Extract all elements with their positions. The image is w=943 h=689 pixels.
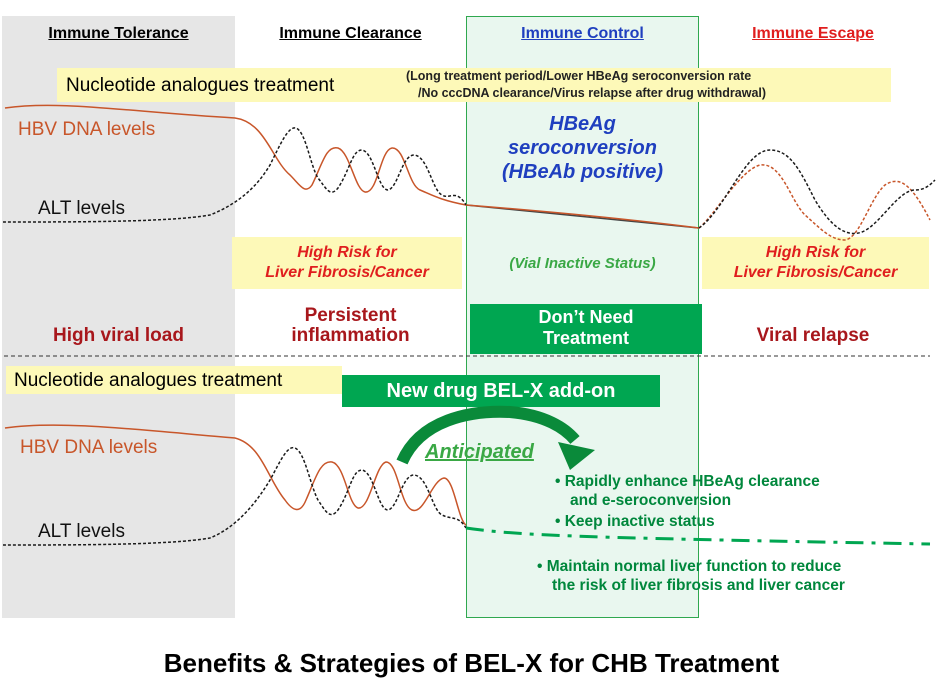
risk-right-line-1: High Risk for [765,244,866,261]
bullet-1-line-1: Rapidly enhance HBeAg clearance [564,473,820,490]
top-hbv-label: HBV DNA levels [18,119,156,140]
inactive-status-text: (Vial Inactive Status) [509,255,656,272]
bullet-2-line-1: Keep inactive status [564,513,715,530]
seroconversion-line-3: (HBeAb positive) [501,161,664,183]
escape-alt-curve [698,149,936,235]
seroconversion-text: HBeAg seroconversion (HBeAb positive) [466,112,699,184]
phase-title-control: Immune Control [521,25,644,42]
bullet-3-line-2: the risk of liver fibrosis and liver can… [552,577,845,594]
new-drug-banner: New drug BEL-X add-on [342,375,660,407]
bottom-treatment-label: Nucleotide analogues treatment [14,370,283,391]
benefit-bullet-2: • Keep inactive status [555,513,715,530]
benefit-bullet-3: • Maintain normal liver function to redu… [537,558,845,594]
bottom-hbv-label: HBV DNA levels [20,437,158,458]
bottom-alt-label: ALT levels [38,521,125,542]
seroconversion-line-2: seroconversion [508,137,657,159]
phase-title-tolerance: Immune Tolerance [48,25,189,42]
bullet-1-line-2: and e-seroconversion [570,492,732,509]
state-2-line-2: inflammation [291,325,410,346]
anticipated-label: Anticipated [425,441,534,463]
benefit-bullet-1: • Rapidly enhance HBeAg clearance and e-… [555,473,820,509]
top-treatment-banner [57,68,891,102]
state-persistent-inflammation: Persistent inflammation [235,306,466,346]
risk-left-line-1: High Risk for [297,244,397,261]
phase-title-escape: Immune Escape [752,25,874,42]
bullet-3-line-1: Maintain normal liver function to reduce [546,558,842,575]
top-treatment-note-1: (Long treatment period/Lower HBeAg seroc… [406,69,752,83]
state-2-line-1: Persistent [304,305,397,326]
top-treatment-note-2: /No cccDNA clearance/Virus relapse after… [418,86,767,100]
risk-left-line-2: Liver Fibrosis/Cancer [265,264,429,281]
phase-title-clearance: Immune Clearance [279,25,422,42]
footer-title: Benefits & Strategies of BEL-X for CHB T… [163,648,780,678]
state-3-line-1: Don’t Need [538,307,634,327]
risk-box-right: High Risk for Liver Fibrosis/Cancer [702,237,929,289]
top-alt-label: ALT levels [38,198,125,219]
seroconversion-line-1: HBeAg [549,113,616,135]
top-treatment-label: Nucleotide analogues treatment [66,75,335,96]
risk-right-line-2: Liver Fibrosis/Cancer [733,264,898,281]
risk-box-left: High Risk for Liver Fibrosis/Cancer [232,237,462,289]
bottom-treatment-banner [6,366,342,394]
state-3-line-2: Treatment [542,328,630,348]
escape-hbv-curve [698,164,931,241]
state-high-viral-load: High viral load [53,325,184,346]
dont-need-treatment-box: Don’t Need Treatment [470,304,702,354]
state-viral-relapse: Viral relapse [756,325,870,346]
